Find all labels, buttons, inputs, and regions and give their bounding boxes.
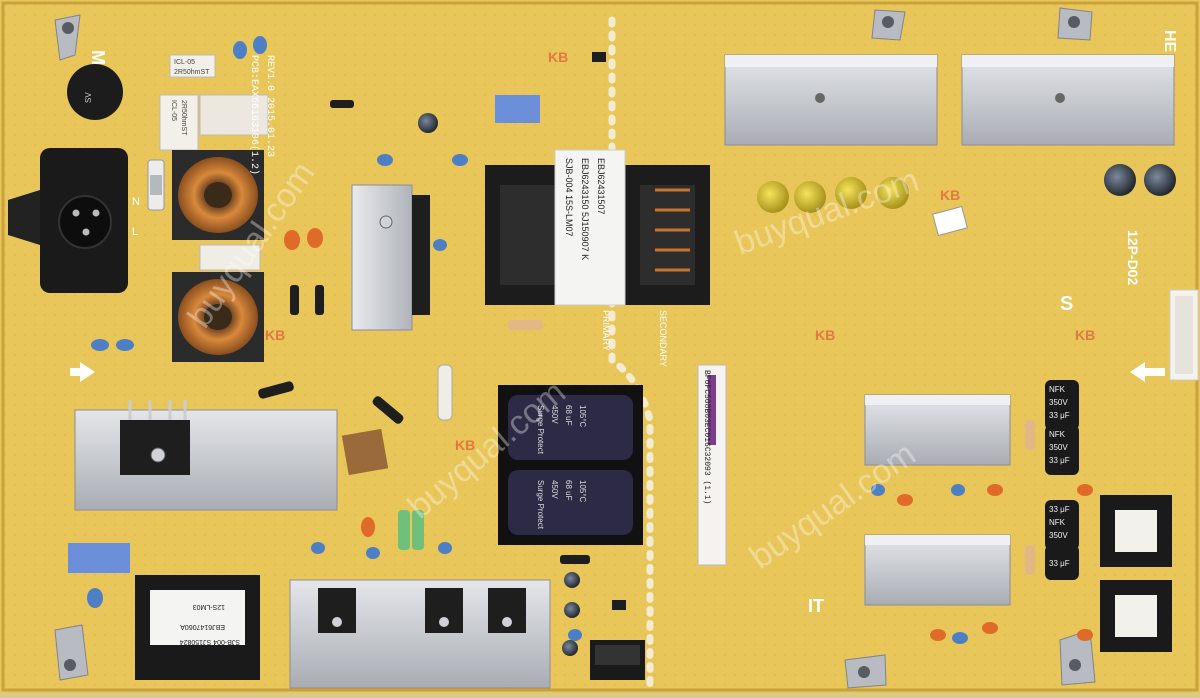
secondary-heatsink: [724, 54, 938, 146]
bulk-capacitor: Surge Protect 450V 68 uF 105°C: [508, 470, 633, 535]
svg-text:68 uF: 68 uF: [564, 405, 573, 426]
svg-text:ICL-05: ICL-05: [170, 100, 177, 121]
board-connector[interactable]: [590, 640, 645, 680]
svg-text:450V: 450V: [550, 480, 559, 499]
dark-electrolytic-capacitor: [418, 113, 1176, 656]
fuse: [147, 159, 165, 211]
film-capacitor: [495, 95, 540, 123]
output-connector[interactable]: [1169, 289, 1199, 381]
standby-transformer: SJB-004 SJ150824 EBJ6147060A 12S-LM03: [135, 575, 260, 680]
inrush-current-limiter: ICL-05 2R50hmST: [169, 54, 216, 78]
svg-text:450V: 450V: [550, 405, 559, 424]
secondary-heatsink: [961, 54, 1175, 146]
kb-mark: KB: [548, 49, 568, 65]
electrolytic-capacitor: [757, 177, 909, 213]
svg-text:68 uF: 68 uF: [564, 480, 573, 501]
cement-resistor: [199, 94, 269, 136]
mounting-bracket: [54, 624, 89, 681]
model-label: 12P-D02: [1125, 230, 1141, 285]
kb-mark: KB: [265, 327, 285, 343]
resistor: [398, 320, 1035, 575]
svg-text:105°C: 105°C: [578, 480, 587, 503]
mosfet-heatsink: [289, 579, 551, 689]
svg-text:33 μF: 33 μF: [1049, 559, 1070, 568]
svg-text:350V: 350V: [1049, 443, 1068, 452]
arrow-marking: [70, 362, 95, 382]
svg-text:NFK: NFK: [1049, 385, 1066, 394]
revision-label: REV1.0 2015.01.23: [264, 55, 275, 157]
rectifier-diode: [258, 52, 626, 610]
output-capacitor: 33 μF NFK 350V: [1045, 500, 1079, 550]
transformer-label-line1: SJB-004 15S-LM07: [564, 158, 574, 237]
svg-text:NFK: NFK: [1049, 430, 1066, 439]
varistor: SV: [67, 64, 123, 120]
mounting-bracket: [54, 14, 81, 61]
output-capacitor: 33 μF: [1045, 545, 1079, 580]
svg-text:2R50hmST: 2R50hmST: [174, 69, 210, 76]
svg-text:Surge Protect: Surge Protect: [536, 480, 545, 530]
svg-text:Surge Protect: Surge Protect: [536, 405, 545, 455]
pcb-part-number: PCB:EAX66163106(1.2): [248, 55, 260, 175]
svg-text:33 μF: 33 μF: [1049, 456, 1070, 465]
it-mark: IT: [808, 596, 824, 616]
svg-text:ICL-05: ICL-05: [174, 59, 195, 66]
svg-text:2R50hmST: 2R50hmST: [180, 100, 187, 136]
svg-text:105°C: 105°C: [578, 405, 587, 428]
orange-ceramic-capacitor: [284, 228, 1093, 641]
pfc-heatsink: [351, 184, 430, 331]
svg-text:SJB-004 SJ150824: SJB-004 SJ150824: [180, 638, 240, 645]
output-inductor: [1100, 580, 1172, 652]
ac-inlet-connector[interactable]: [8, 148, 128, 293]
neutral-label: N: [132, 196, 140, 208]
svg-text:350V: 350V: [1049, 531, 1068, 540]
output-inductor: [1100, 495, 1172, 567]
film-capacitor: [68, 543, 130, 573]
secondary-label: SECONDARY: [658, 310, 668, 367]
common-mode-choke: [172, 272, 264, 362]
primary-label: PRIMARY: [601, 310, 611, 351]
mounting-bracket: [1057, 7, 1093, 41]
svg-text:NFK: NFK: [1049, 518, 1066, 527]
ceramic-capacitor: [87, 36, 968, 644]
kb-mark: KB: [940, 187, 960, 203]
common-mode-choke: [172, 150, 264, 240]
svg-text:SV: SV: [84, 92, 93, 103]
corner-label-he: HE: [1161, 30, 1178, 53]
output-rectifier-heatsink: [864, 394, 1011, 466]
svg-text:BF0FC508B03EC016C32093 (1.1): BF0FC508B03EC016C32093 (1.1): [702, 370, 711, 504]
x-capacitor: [199, 244, 261, 271]
bulk-capacitor: Surge Protect 450V 68 uF 105°C: [508, 395, 633, 460]
svg-text:12S-LM03: 12S-LM03: [193, 603, 225, 610]
kb-mark: KB: [455, 437, 475, 453]
mounting-bracket: [844, 654, 887, 689]
svg-text:33 μF: 33 μF: [1049, 505, 1070, 514]
svg-text:33 μF: 33 μF: [1049, 411, 1070, 420]
mounting-bracket: [1059, 629, 1096, 686]
svg-text:350V: 350V: [1049, 398, 1068, 407]
live-label: L: [132, 226, 138, 238]
output-rectifier-heatsink: [864, 534, 1011, 606]
serial-sticker: BF0FC508B03EC016C32093 (1.1): [697, 364, 727, 566]
s-mark: S: [1060, 293, 1073, 315]
output-capacitor: NFK 350V 33 μF: [1045, 380, 1079, 430]
transformer-label-line3: EBJ62431507: [596, 158, 606, 215]
svg-text:EBJ6147060A: EBJ6147060A: [180, 623, 225, 630]
output-capacitor: NFK 350V 33 μF: [1045, 425, 1079, 475]
inrush-current-limiter: ICL-05 2R50hmST: [159, 94, 199, 151]
bridge-rectifier-heatsink: [74, 400, 338, 511]
arrow-marking: [1130, 362, 1165, 382]
kb-mark: KB: [1075, 327, 1095, 343]
transformer-label-line2: EBJ6243150 5J150907 K: [580, 158, 590, 260]
qr-sticker: [932, 205, 968, 237]
kb-mark: KB: [815, 327, 835, 343]
y-capacitor: [341, 428, 389, 476]
main-transformer: SJB-004 15S-LM07 EBJ6243150 5J150907 K E…: [485, 149, 710, 306]
mounting-bracket: [871, 9, 906, 41]
